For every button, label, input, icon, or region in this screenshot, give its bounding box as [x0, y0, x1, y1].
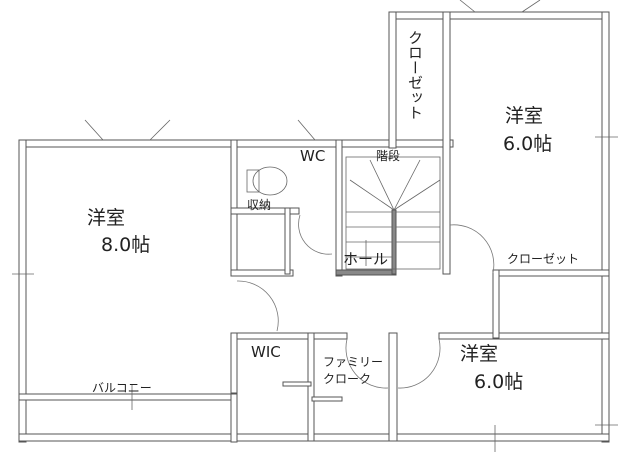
family-cloak-label-1: ファミリー: [323, 355, 383, 369]
balcony-label: バルコニー: [92, 381, 152, 395]
toilet-tank-icon: [246, 169, 260, 193]
east-closet-label: クローゼット: [507, 252, 579, 266]
family-cloak-label-2: クローク: [323, 372, 371, 386]
hall-label: ホール: [343, 250, 388, 268]
west-bedroom-size: 8.0帖: [101, 234, 150, 256]
north-closet-label: クローゼット: [406, 30, 424, 120]
toilet-label: WC: [300, 147, 325, 165]
wic-label: WIC: [251, 343, 281, 361]
storage-label: 収納: [247, 198, 271, 212]
north-bedroom-name: 洋室: [505, 105, 543, 127]
stair-lines: [345, 156, 441, 270]
north-bedroom-size: 6.0帖: [503, 133, 552, 155]
fixtures: [12, 136, 618, 452]
toilet-bowl-icon: [252, 166, 288, 196]
door-swings: [84, 0, 541, 389]
west-bedroom-name: 洋室: [87, 207, 125, 229]
south-bedroom-name: 洋室: [460, 343, 498, 365]
room-labels: 洋室 6.0帖 クローゼット 階段 WC 収納 洋室 8.0帖 ホール クローゼ…: [87, 30, 579, 395]
south-bedroom-size: 6.0帖: [474, 371, 523, 393]
stairs-label: 階段: [376, 148, 400, 163]
